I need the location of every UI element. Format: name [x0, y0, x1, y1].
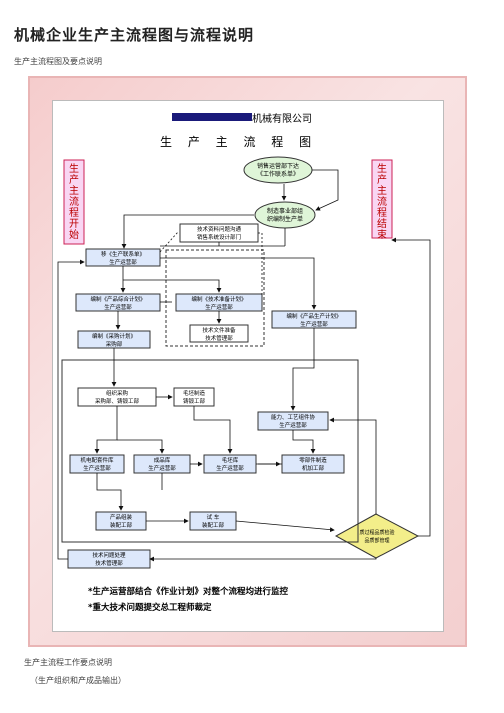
product-plan-line1: 编制《产品综合计划》	[90, 295, 145, 303]
production-order-line1: 移《生产联系单》	[101, 250, 145, 258]
banner-char: 主	[69, 185, 79, 197]
inspection-line2: 品质部管理	[364, 537, 389, 544]
banner-char: 程	[377, 207, 387, 219]
purchase-plan-line1: 编制《采购计划》	[92, 332, 136, 340]
procurement-line1: 组织采购	[106, 389, 129, 397]
banner-char: 主	[377, 185, 387, 197]
end-banner	[371, 159, 393, 239]
production-order-line2: 生产运营部	[109, 258, 137, 266]
diagram-heading: 生 产 主 流 程 图	[160, 134, 317, 149]
blank-make-line2: 铸锻工部	[183, 397, 206, 405]
tech-drawings-line2: 销售系统设计部门	[197, 233, 241, 241]
tech-prep-line1: 编制《技术准备计划》	[191, 295, 246, 303]
prod-plan-line1: 编制《产品生产计划》	[286, 312, 341, 320]
footer-line1: 生产主流程工作要点说明	[24, 658, 112, 667]
product-plan-line2: 生产运营部	[104, 303, 132, 311]
review-line1: 制造事业部组	[267, 207, 303, 215]
note-monitor: *生产运营部结合《作业计划》对整个流程均进行监控	[88, 586, 288, 597]
sales-order-node	[243, 156, 313, 184]
banner-char: 束	[377, 229, 387, 241]
test-line1: 试 车	[207, 513, 220, 521]
banner-char: 开	[69, 219, 79, 230]
banner-char: 始	[69, 228, 79, 241]
company-logo-bar	[172, 113, 252, 121]
company-name: 机械有限公司	[252, 112, 312, 125]
banner-char: 产	[69, 173, 79, 186]
inspection-node	[334, 513, 420, 559]
tech-group-frame	[165, 249, 265, 347]
start-banner	[63, 159, 85, 245]
assembly-line1: 产品组装	[110, 513, 133, 521]
tech-docs-line2: 技术管理部	[205, 334, 233, 342]
blank-warehouse-line2: 生产运营部	[216, 464, 244, 472]
end-label: 生产主流程结束	[377, 162, 387, 241]
blank-make-line1: 毛坯制造	[183, 389, 206, 397]
banner-char: 流	[377, 195, 387, 208]
review-line2: 织编制生产单	[267, 215, 303, 223]
banner-char: 产	[377, 173, 387, 186]
assembly-line2: 装配工部	[110, 521, 133, 529]
purchase-plan-line2: 采购部	[106, 340, 123, 348]
review-node	[254, 201, 316, 229]
tech-issue-line1: 技术问题处理	[92, 551, 126, 559]
tech-drawings-line1: 技术资料问题沟通	[197, 225, 242, 233]
sales-order-line1: 销售运营部下达	[257, 162, 299, 170]
tech-docs-line1: 技术文件准备	[202, 326, 236, 334]
banner-char: 程	[69, 207, 79, 219]
parts-make-line2: 机加工部	[302, 464, 325, 472]
capacity-line2: 生产运营部	[279, 421, 307, 429]
banner-char: 生	[69, 162, 79, 175]
tech-docs-node	[189, 324, 249, 343]
banner-char: 结	[377, 217, 387, 230]
footer-line2: （生产组织和产成品输出）	[30, 676, 126, 685]
page-title: 机械企业生产主流程图与流程说明	[14, 26, 255, 44]
process-group-frame	[61, 359, 359, 543]
prod-plan-line2: 生产运营部	[300, 320, 328, 328]
mech-warehouse-line1: 机电配套件库	[80, 456, 114, 464]
finished-warehouse-line1: 成品库	[154, 456, 171, 464]
sales-order-line2: 《工作联系单》	[257, 170, 299, 178]
inspection-line1: 质过程品质检验	[359, 529, 394, 536]
page-subtitle: 生产主流程图及要点说明	[14, 57, 102, 66]
dashed-connectors	[159, 231, 263, 296]
connectors	[57, 169, 431, 562]
blank-warehouse-line1: 毛坯库	[222, 456, 239, 464]
finished-warehouse-line2: 生产运营部	[148, 464, 176, 472]
banner-char: 流	[69, 195, 79, 208]
banner-char: 生	[377, 162, 387, 175]
mech-warehouse-line2: 生产运营部	[83, 464, 111, 472]
note-engineer: *重大技术问题提交总工程师裁定	[88, 602, 212, 613]
start-label: 生产主流程开始	[69, 162, 79, 241]
tech-issue-line2: 技术管理部	[95, 559, 123, 567]
capacity-line1: 能力、工艺组件协	[271, 413, 316, 421]
parts-make-line1: 零部件制造	[299, 456, 327, 464]
test-line2: 装配工部	[202, 521, 225, 529]
procurement-line2: 采购部、铸锻工部	[95, 397, 140, 405]
tech-prep-line2: 生产运营部	[205, 303, 233, 311]
